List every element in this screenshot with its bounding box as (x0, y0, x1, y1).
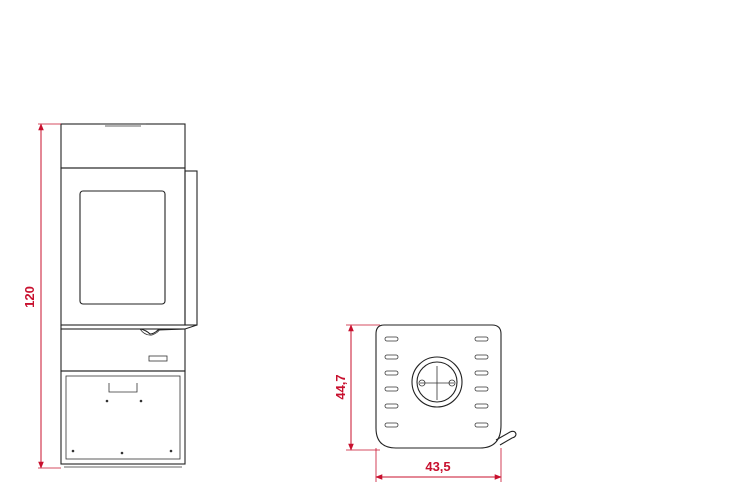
screw-dot (71, 449, 75, 453)
screw-dot (120, 451, 124, 455)
top-plate (375, 324, 502, 449)
door-glass (79, 190, 166, 305)
flue-inner-ring (416, 361, 458, 403)
screw-dot (169, 449, 173, 453)
front-view (60, 123, 198, 468)
brand-plate (148, 355, 168, 362)
door-handle (139, 328, 161, 336)
compartment-door (65, 375, 181, 460)
stove-top-section (60, 123, 186, 169)
storage-compartment (60, 370, 186, 465)
depth-label: 44,7 (333, 374, 348, 399)
top-view (375, 324, 517, 449)
flue-bolt (448, 379, 456, 387)
flue-outer-ring (411, 356, 463, 408)
flue-bolt (418, 379, 426, 387)
depth-dimension: 44,7 (333, 324, 380, 451)
screw-dot (105, 399, 109, 403)
vent-slots-left (384, 336, 399, 428)
door-side-edge (184, 170, 198, 326)
width-dimension: 43,5 (375, 448, 502, 482)
compartment-latch (108, 383, 138, 393)
height-dimension: 120 (22, 123, 61, 469)
height-label: 120 (22, 286, 37, 308)
stove-middle-band (60, 328, 186, 372)
width-label: 43,5 (425, 459, 450, 474)
vent-slots-right (474, 336, 489, 428)
lever-handle (495, 430, 517, 446)
screw-dot (139, 399, 143, 403)
